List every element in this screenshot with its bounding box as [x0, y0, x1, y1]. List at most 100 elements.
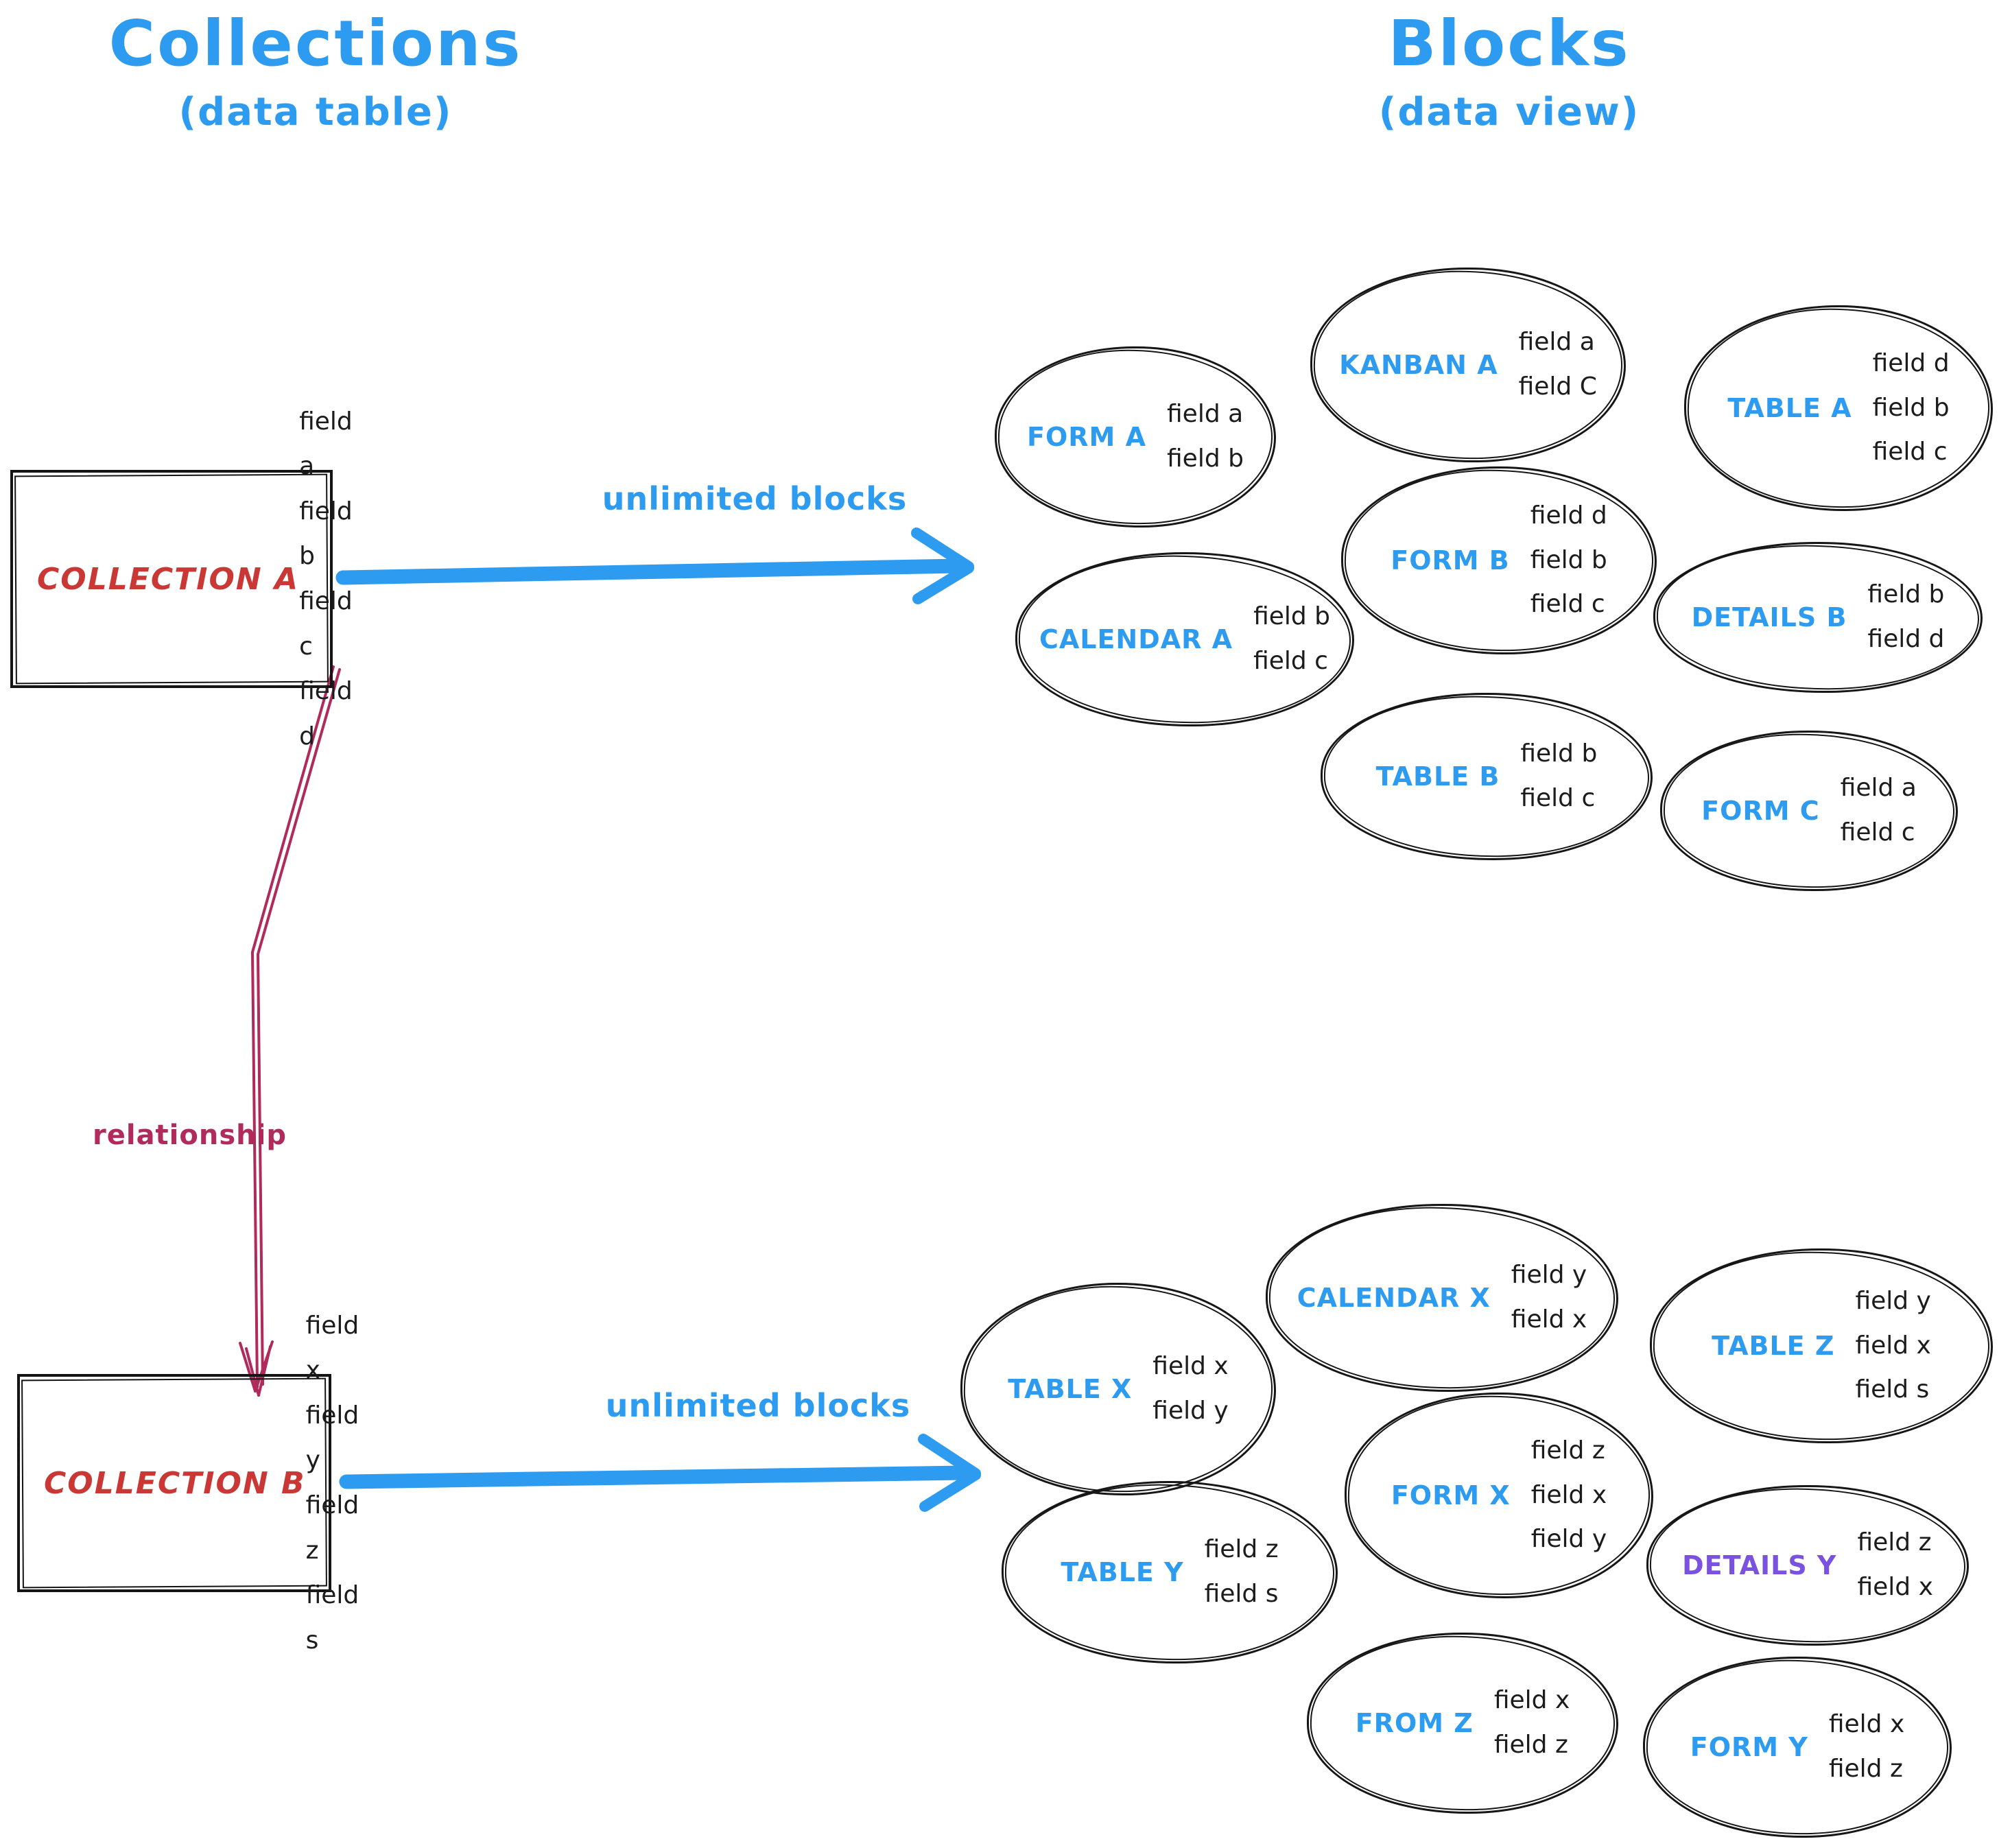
- block-fields: field x field z: [1829, 1703, 1904, 1792]
- block-label: DETAILS B: [1691, 602, 1847, 632]
- block-details-b: DETAILS B field b field d: [1653, 542, 1983, 693]
- field-item: field y: [305, 1401, 359, 1475]
- relationship-label: relationship: [93, 1120, 287, 1151]
- unlimited-blocks-arrow-bottom: [339, 1434, 981, 1512]
- block-details-y: DETAILS Y field z field x: [1646, 1485, 1969, 1646]
- block-table-a: TABLE A field d field b field c: [1684, 305, 1993, 511]
- blocks-subtitle: (data view): [1378, 90, 1640, 134]
- collection-b-box: COLLECTION B field x field y field z fie…: [17, 1312, 359, 1655]
- field-item: field c: [1253, 647, 1328, 675]
- field-item: field x: [305, 1311, 359, 1385]
- field-item: field c: [1872, 438, 1948, 466]
- collections-title: Collections: [108, 7, 523, 80]
- block-label: TABLE X: [1008, 1374, 1133, 1404]
- field-item: field z: [1530, 1436, 1605, 1465]
- block-form-c: FORM C field a field c: [1660, 731, 1958, 891]
- collection-b-name: COLLECTION B: [44, 1465, 306, 1501]
- field-item: field x: [1530, 1480, 1607, 1509]
- field-item: field y: [1152, 1397, 1229, 1425]
- block-label: FORM Y: [1690, 1732, 1808, 1762]
- field-item: field d: [299, 677, 353, 750]
- block-calendar-x: CALENDAR X field y field x: [1266, 1204, 1618, 1392]
- block-calendar-a: CALENDAR A field b field c: [1015, 552, 1354, 726]
- blocks-header: Blocks (data view): [1297, 7, 1722, 134]
- field-item: field a: [1167, 400, 1244, 429]
- field-item: field z: [1493, 1731, 1568, 1759]
- block-label: DETAILS Y: [1682, 1550, 1837, 1580]
- block-fields: field a field b: [1167, 392, 1244, 482]
- unlimited-blocks-arrow-top: [335, 528, 974, 604]
- field-item: field z: [1828, 1755, 1903, 1783]
- field-item: field d: [1530, 501, 1607, 530]
- field-item: field d: [1867, 625, 1945, 653]
- field-item: field b: [1167, 445, 1244, 473]
- block-fields: field a field C: [1519, 320, 1597, 410]
- field-item: field s: [1855, 1375, 1930, 1404]
- field-item: field x: [1857, 1573, 1933, 1601]
- field-item: field x: [1511, 1305, 1587, 1334]
- field-item: field b: [1872, 393, 1950, 422]
- block-fields: field z field s: [1205, 1528, 1279, 1617]
- field-item: field s: [305, 1581, 359, 1655]
- unlimited-blocks-label-bottom: unlimited blocks: [605, 1387, 911, 1424]
- block-label: FORM A: [1027, 422, 1146, 452]
- block-table-b: TABLE B field b field c: [1321, 693, 1653, 860]
- block-label: TABLE Z: [1712, 1331, 1835, 1361]
- field-item: field x: [1828, 1710, 1905, 1739]
- field-item: field s: [1204, 1580, 1279, 1608]
- block-fields: field z field x: [1857, 1521, 1932, 1610]
- block-label: CALENDAR A: [1039, 624, 1233, 654]
- block-label: CALENDAR X: [1297, 1283, 1491, 1313]
- block-form-a: FORM A field a field b: [995, 346, 1276, 528]
- field-item: field a: [1518, 328, 1595, 357]
- collections-header: Collections (data table): [82, 7, 549, 134]
- block-fields: field b field c: [1253, 595, 1330, 684]
- field-item: field z: [305, 1491, 359, 1565]
- block-label: KANBAN A: [1339, 350, 1498, 380]
- block-label: FORM X: [1391, 1480, 1511, 1511]
- collection-a-name: COLLECTION A: [37, 561, 300, 597]
- collections-subtitle: (data table): [178, 90, 453, 134]
- block-label: TABLE B: [1375, 761, 1500, 792]
- relationship-arrow: [239, 665, 341, 1397]
- field-item: field c: [1520, 784, 1596, 812]
- block-from-z: FROM Z field x field z: [1307, 1633, 1618, 1814]
- field-item: field x: [1152, 1352, 1229, 1381]
- unlimited-blocks-label-top: unlimited blocks: [602, 480, 908, 517]
- field-item: field b: [1530, 545, 1607, 574]
- block-table-y: TABLE Y field z field s: [1002, 1481, 1338, 1663]
- field-item: field x: [1855, 1331, 1931, 1360]
- field-item: field C: [1518, 372, 1597, 401]
- field-item: field x: [1493, 1686, 1570, 1715]
- block-fields: field y field x field s: [1855, 1279, 1930, 1412]
- field-item: field c: [1840, 818, 1915, 846]
- block-form-b: FORM B field d field b field c: [1341, 466, 1657, 654]
- block-fields: field b field d: [1867, 573, 1944, 662]
- block-fields: field x field z: [1494, 1679, 1570, 1768]
- field-item: field b: [1867, 580, 1945, 609]
- block-fields: field y field x: [1511, 1253, 1587, 1342]
- block-fields: field z field x field y: [1531, 1429, 1607, 1562]
- field-item: field y: [1511, 1261, 1587, 1290]
- field-item: field c: [299, 587, 353, 661]
- field-item: field z: [1857, 1528, 1932, 1557]
- block-fields: field d field b field c: [1530, 494, 1607, 627]
- collection-a-fields: field a field b field c field d: [299, 399, 353, 759]
- field-item: field a: [299, 407, 353, 481]
- field-item: field y: [1855, 1286, 1931, 1315]
- block-label: FORM C: [1701, 796, 1820, 826]
- block-label: TABLE Y: [1061, 1557, 1184, 1587]
- field-item: field b: [1253, 602, 1331, 631]
- field-item: field y: [1530, 1525, 1607, 1554]
- block-label: FROM Z: [1355, 1708, 1474, 1738]
- block-label: TABLE A: [1727, 393, 1852, 423]
- block-form-x: FORM X field z field x field y: [1345, 1393, 1653, 1598]
- block-table-z: TABLE Z field y field x field s: [1650, 1248, 1993, 1443]
- collection-b-fields: field x field y field z field s: [306, 1303, 359, 1663]
- field-item: field a: [1840, 774, 1917, 803]
- block-form-y: FORM Y field x field z: [1643, 1657, 1952, 1838]
- blocks-title: Blocks: [1388, 7, 1631, 80]
- field-item: field d: [1872, 348, 1950, 377]
- field-item: field b: [299, 497, 353, 571]
